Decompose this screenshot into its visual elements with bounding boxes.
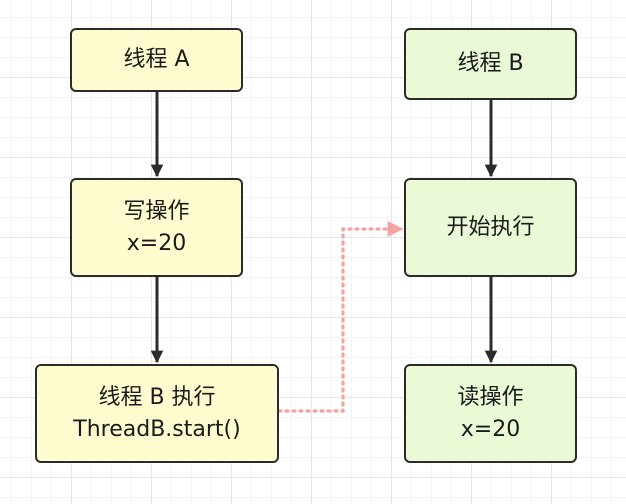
node-thread-b: 线程 B [404,28,577,100]
node-write-op-label: 写操作 [123,198,190,224]
node-read-op: 读操作 x=20 [404,364,577,463]
node-start-thread-b-label: 线程 B 执行 [98,384,216,410]
node-start-thread-b-call: ThreadB.start() [73,416,241,442]
node-thread-b-label: 线程 B [457,51,524,77]
node-write-op: 写操作 x=20 [70,178,243,277]
node-begin-exec: 开始执行 [404,178,577,277]
node-write-op-value: x=20 [126,230,187,256]
edge-happens-before-dotted [277,221,404,413]
node-thread-a: 线程 A [70,28,243,92]
node-start-thread-b: 线程 B 执行 ThreadB.start() [35,364,279,463]
node-read-op-label: 读操作 [457,384,524,410]
node-read-op-value: x=20 [460,416,521,442]
node-begin-exec-label: 开始执行 [446,214,535,240]
node-thread-a-label: 线程 A [123,47,190,73]
